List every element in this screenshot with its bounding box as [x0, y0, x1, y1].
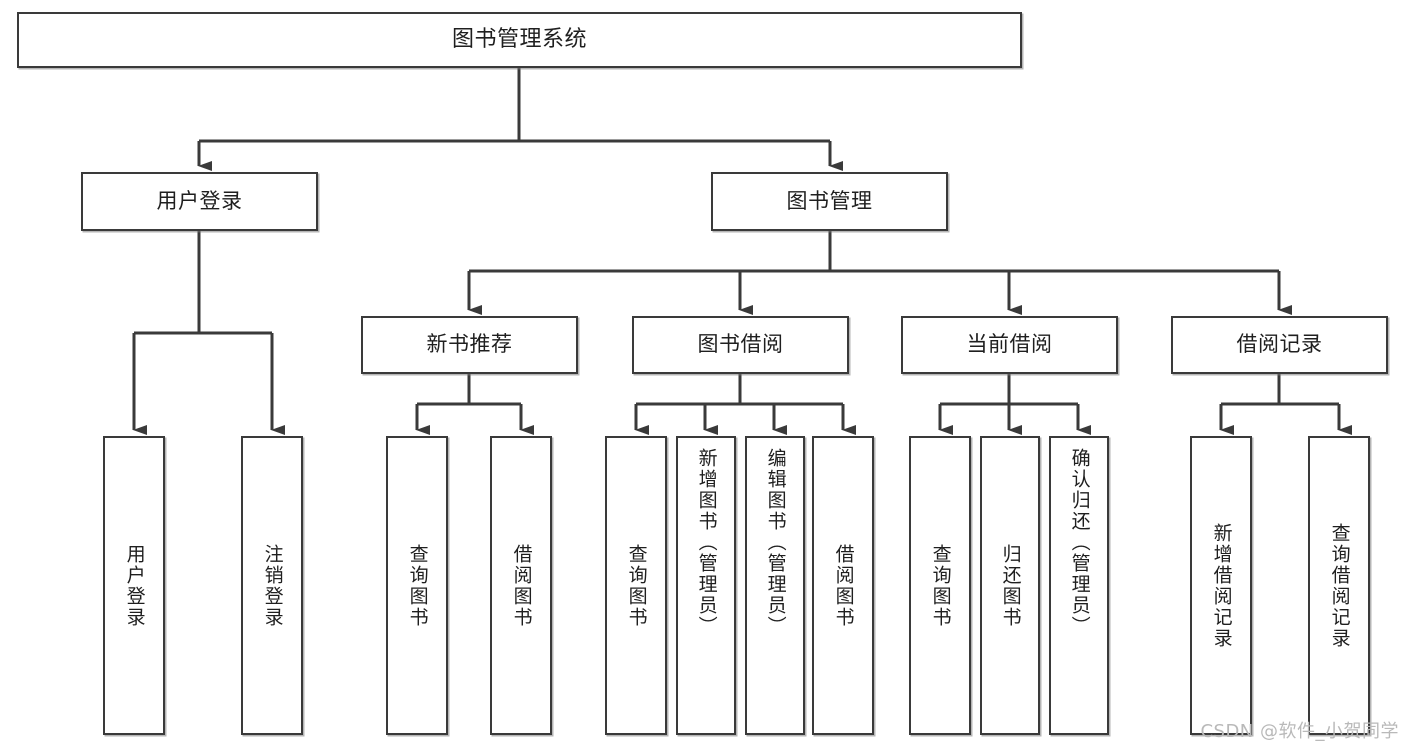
leaf-logout[interactable]: 注销登录	[241, 436, 303, 735]
leaf-query-book-recommend[interactable]: 查询图书	[386, 436, 448, 735]
leaf-borrow-book-recommend[interactable]: 借阅图书	[490, 436, 552, 735]
node-label: 注销登录	[261, 543, 284, 628]
leaf-confirm-return-admin[interactable]: 确认归还（管理员）	[1049, 436, 1109, 735]
leaf-add-borrow-record[interactable]: 新增借阅记录	[1190, 436, 1252, 735]
node-label: 查询图书	[625, 543, 648, 628]
node-label: 借阅记录	[1236, 332, 1323, 357]
leaf-borrow-book[interactable]: 借阅图书	[812, 436, 874, 735]
node-new-book-recommend[interactable]: 新书推荐	[361, 316, 578, 374]
node-user-login[interactable]: 用户登录	[81, 172, 318, 231]
leaf-query-book-borrow[interactable]: 查询图书	[605, 436, 667, 735]
node-label: 查询图书	[406, 543, 429, 628]
node-label: 新增图书（管理员）	[695, 448, 718, 637]
node-label: 查询图书	[929, 543, 952, 628]
node-label: 借阅图书	[832, 543, 855, 628]
leaf-add-book-admin[interactable]: 新增图书（管理员）	[676, 436, 736, 735]
node-book-management[interactable]: 图书管理	[711, 172, 948, 231]
node-label: 借阅图书	[510, 543, 533, 628]
leaf-query-borrow-record[interactable]: 查询借阅记录	[1308, 436, 1370, 735]
leaf-return-book[interactable]: 归还图书	[980, 436, 1040, 735]
csdn-watermark: CSDN @软件_小贺同学	[1200, 721, 1399, 742]
node-label: 查询借阅记录	[1328, 522, 1351, 649]
node-label: 归还图书	[999, 543, 1022, 628]
node-label: 图书借阅	[697, 332, 784, 357]
node-label: 确认归还（管理员）	[1068, 448, 1091, 637]
leaf-edit-book-admin[interactable]: 编辑图书（管理员）	[745, 436, 805, 735]
node-label: 图书管理系统	[451, 26, 587, 52]
node-label: 用户登录	[156, 188, 243, 213]
node-label: 新增借阅记录	[1210, 522, 1233, 649]
node-label: 新书推荐	[426, 332, 513, 357]
node-current-borrow[interactable]: 当前借阅	[901, 316, 1118, 374]
node-book-borrow[interactable]: 图书借阅	[632, 316, 849, 374]
node-borrow-record[interactable]: 借阅记录	[1171, 316, 1388, 374]
leaf-user-login[interactable]: 用户登录	[103, 436, 165, 735]
leaf-query-book-current[interactable]: 查询图书	[909, 436, 971, 735]
node-label: 编辑图书（管理员）	[764, 448, 787, 637]
node-root-book-management-system[interactable]: 图书管理系统	[17, 12, 1022, 68]
node-label: 当前借阅	[966, 332, 1053, 357]
node-label: 图书管理	[786, 188, 873, 213]
node-label: 用户登录	[123, 543, 146, 628]
